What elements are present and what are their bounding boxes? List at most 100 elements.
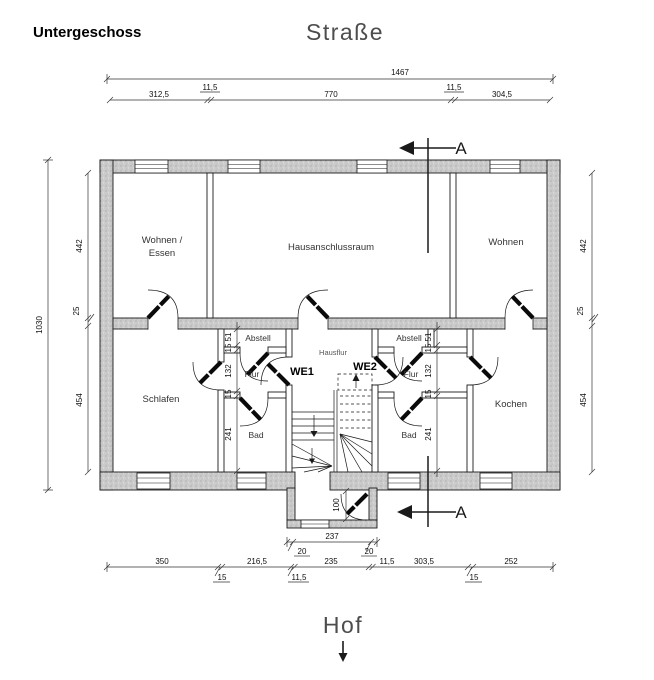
dim-service-right: 51 15 132 15 241 — [424, 322, 441, 477]
window-bottom-3 — [387, 472, 421, 490]
door-vestibule-entry — [340, 492, 369, 521]
dim-svc-l-1: 15 — [224, 343, 233, 352]
partition-kochen-upper — [466, 328, 474, 358]
window-bottom-2 — [236, 472, 267, 490]
partition-abstell-right-a — [377, 346, 395, 354]
door-wohnen-essen — [146, 289, 179, 320]
door-abstell-right — [393, 351, 424, 382]
section-a-top-label: A — [455, 139, 467, 158]
door-abstell-left — [239, 351, 270, 382]
door-wohnen-kochen — [504, 289, 535, 320]
hof-label: Hof — [323, 612, 363, 638]
dim-bottom: 350 216,5 235 11,5 303,5 252 15 11,5 15 — [103, 557, 557, 583]
section-arrow-icon — [397, 505, 412, 519]
door-we2-entry — [373, 355, 404, 386]
dim-top-0: 312,5 — [149, 90, 170, 99]
dim-svc-r-4: 241 — [424, 427, 433, 441]
wall-right — [546, 159, 561, 491]
door-openings — [147, 317, 534, 330]
partition-har-wohnen — [449, 172, 457, 319]
partition-flur-right-a — [377, 391, 395, 399]
stair-arrow-up-icon — [352, 374, 360, 388]
hof-arrow-icon — [338, 641, 348, 662]
dim-bot-5: 11,5 — [380, 557, 396, 566]
dim-left: 1030 442 25 454 — [35, 156, 95, 494]
section-a-top: A — [399, 138, 467, 253]
window-vestibule — [300, 519, 330, 529]
room-label-wohnen-essen-2: Essen — [149, 248, 175, 259]
partition-core-right-lower — [371, 384, 379, 473]
dim-left-1: 25 — [72, 306, 81, 315]
dim-entry-jamb-right: 20 — [365, 547, 374, 556]
doors — [146, 289, 535, 521]
room-label-abstell-right: Abstell — [396, 333, 422, 343]
dim-bot-2: 216,5 — [247, 557, 268, 566]
door-schlafen — [192, 360, 223, 391]
windows — [134, 159, 521, 529]
dim-svc-r-2: 132 — [424, 364, 433, 378]
door-kochen — [468, 355, 499, 386]
dim-top-4: 304,5 — [492, 90, 513, 99]
room-label-hausflur: Hausflur — [319, 348, 347, 357]
partition-core-right-upper — [371, 328, 379, 358]
door-bad-left — [238, 396, 269, 427]
partition-abstell-left-a — [223, 346, 241, 354]
dim-top-total: 1467 — [391, 68, 409, 77]
dim-bot-7: 15 — [470, 573, 479, 582]
dim-top-3: 11,5 — [447, 83, 463, 92]
dim-left-total: 1030 — [35, 316, 44, 334]
partition-abstell-left-b — [267, 346, 287, 354]
partition-flur-right-b — [421, 391, 468, 399]
partition-walls — [206, 172, 474, 473]
dim-right-1: 25 — [576, 306, 585, 315]
stair-winders-right — [339, 433, 373, 473]
vestibule-wall-right — [368, 487, 378, 521]
partition-core-left-upper — [285, 328, 293, 358]
dim-right-2: 454 — [579, 393, 588, 407]
wall-bottom-right — [329, 471, 561, 491]
window-bottom-1 — [136, 472, 171, 490]
dim-bot-4: 235 — [324, 557, 338, 566]
dim-vestibule: 100 — [332, 487, 350, 523]
dim-svc-l-4: 241 — [224, 427, 233, 441]
dim-svc-r-3: 15 — [424, 389, 433, 398]
dim-right-0: 442 — [579, 239, 588, 253]
label-we1: WE1 — [290, 366, 314, 378]
window-top-2 — [227, 159, 261, 174]
dim-left-2: 454 — [75, 393, 84, 407]
dim-svc-r-1: 15 — [424, 343, 433, 352]
dim-entry-width: 237 — [325, 532, 339, 541]
door-hausanschlussraum — [297, 289, 330, 320]
label-we2: WE2 — [353, 361, 377, 373]
dim-right: 442 25 454 — [576, 169, 599, 476]
partition-kochen-lower — [466, 384, 474, 473]
room-label-wohnen-essen-1: Wohnen / — [142, 235, 183, 246]
dim-bot-1: 15 — [218, 573, 227, 582]
room-label-wohnen: Wohnen — [488, 237, 523, 248]
stair-treads-left — [292, 411, 334, 441]
section-arrow-icon — [399, 141, 414, 155]
section-a-bottom-label: A — [455, 503, 467, 522]
dim-svc-l-0: 51 — [224, 332, 233, 341]
street-label: Straße — [306, 19, 384, 45]
room-label-hausanschlussraum: Hausanschlussraum — [288, 242, 374, 253]
dim-bot-8: 252 — [504, 557, 518, 566]
dim-top: 1467 312,5 11,5 770 11,5 304,5 — [103, 68, 557, 104]
door-bad-right — [393, 396, 424, 427]
dim-svc-r-0: 51 — [424, 332, 433, 341]
window-top-3 — [356, 159, 388, 174]
dim-bot-6: 303,5 — [414, 557, 435, 566]
stair-dashed-treads — [340, 395, 372, 429]
section-a-bottom: A — [397, 456, 467, 527]
dim-entry: 237 20 20 — [283, 532, 381, 557]
vestibule-wall-left — [286, 487, 296, 521]
partition-core-left-lower — [285, 384, 293, 473]
partition-flur-left-a — [223, 391, 241, 399]
room-label-kochen: Kochen — [495, 399, 527, 410]
dim-top-2: 770 — [324, 90, 338, 99]
staircase — [291, 373, 373, 473]
wall-middle — [112, 317, 548, 330]
stair-arrow-down2-icon — [309, 448, 315, 464]
dim-svc-l-2: 132 — [224, 364, 233, 378]
